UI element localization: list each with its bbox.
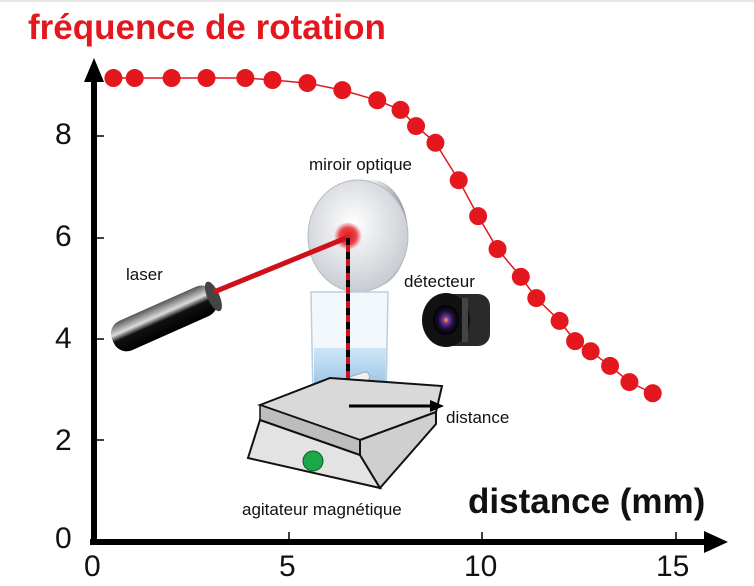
- y-tick-6: 6: [55, 220, 72, 253]
- data-point: [333, 81, 352, 100]
- data-point: [550, 311, 569, 330]
- axes: [84, 58, 728, 553]
- chart-title: fréquence de rotation: [28, 8, 386, 47]
- data-point: [527, 289, 546, 308]
- y-tick-2: 2: [55, 424, 72, 457]
- data-point: [162, 69, 181, 88]
- data-point: [197, 69, 216, 88]
- x-tick-10: 10: [464, 550, 498, 583]
- data-series: [104, 69, 662, 403]
- laser-label: laser: [126, 265, 163, 284]
- laser-illustration: [110, 235, 347, 352]
- data-point: [620, 373, 639, 392]
- data-point: [488, 240, 507, 259]
- data-point: [407, 117, 426, 136]
- data-point: [104, 69, 123, 88]
- data-point: [581, 342, 600, 361]
- data-point: [511, 267, 530, 286]
- data-point: [368, 91, 387, 110]
- x-axis-label: distance (mm): [468, 482, 706, 521]
- detector-label: détecteur: [404, 272, 475, 291]
- y-tick-4: 4: [55, 322, 72, 355]
- y-tick-0: 0: [55, 522, 72, 555]
- distance-arrow-label: distance: [446, 408, 510, 427]
- data-point: [426, 133, 445, 152]
- data-point: [469, 207, 488, 226]
- data-point: [643, 384, 662, 403]
- y-tick-8: 8: [55, 118, 72, 151]
- data-point: [263, 71, 282, 90]
- mirror-label: miroir optique: [309, 155, 412, 174]
- stirrer-illustration: [246, 376, 444, 490]
- data-point: [566, 332, 585, 351]
- x-tick-15: 15: [656, 550, 690, 583]
- detector-illustration: [422, 293, 490, 347]
- data-point: [391, 100, 410, 119]
- x-tick-0: 0: [84, 550, 101, 583]
- mirror-illustration: [307, 179, 409, 293]
- stirrer-label: agitateur magnétique: [242, 500, 402, 519]
- data-point: [601, 356, 620, 375]
- data-point: [125, 69, 144, 88]
- x-tick-5: 5: [279, 550, 296, 583]
- data-point: [298, 74, 317, 93]
- data-point: [449, 171, 468, 190]
- data-point: [236, 69, 255, 88]
